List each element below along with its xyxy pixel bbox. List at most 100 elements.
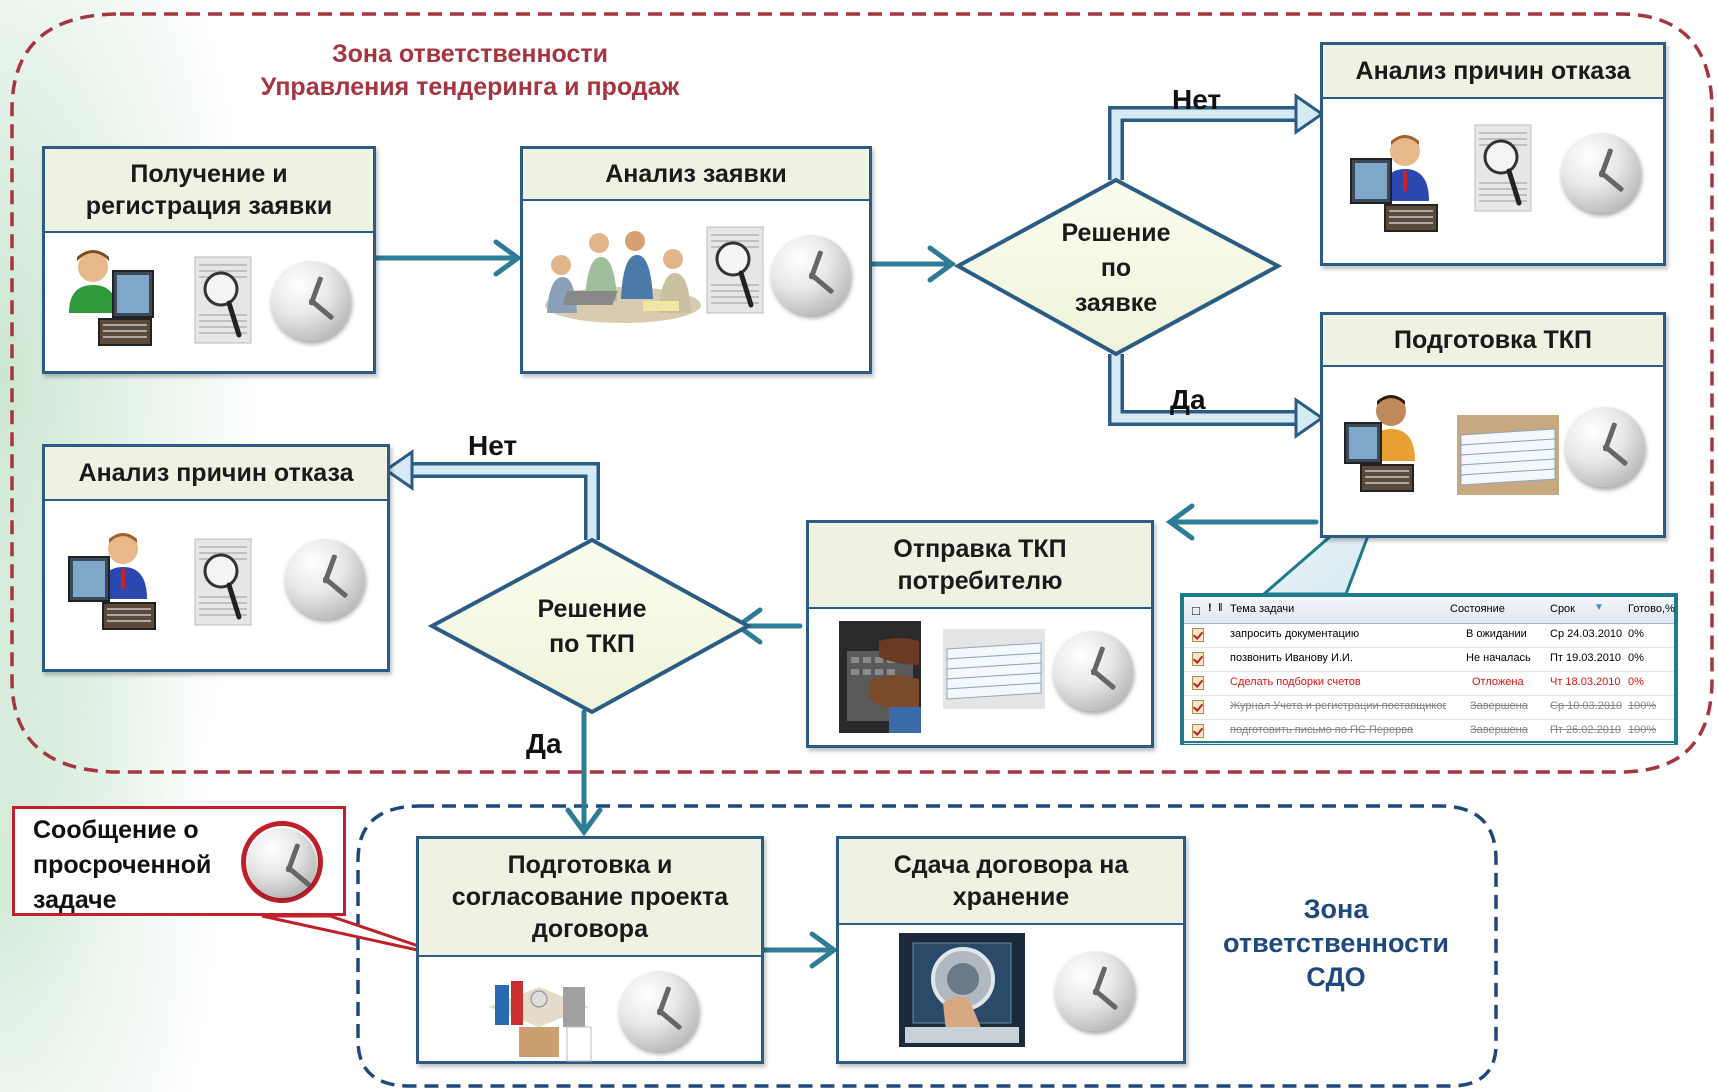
box-contract-archive: Сдача договора на хранение bbox=[836, 836, 1186, 1064]
table-row[interactable]: позвонить Иванову И.И. Не началась Пт 19… bbox=[1184, 647, 1674, 672]
box-prepare-tkp: Подготовка ТКП bbox=[1320, 312, 1666, 538]
importance-icon: ! bbox=[1208, 602, 1212, 614]
task-state: В ожидании bbox=[1466, 628, 1527, 640]
overdue-message-line1: Сообщение о bbox=[33, 816, 199, 844]
task-due: Ср 10.03.2010 bbox=[1550, 700, 1623, 712]
clock-icon bbox=[1561, 133, 1641, 213]
task-icon bbox=[1192, 724, 1204, 738]
box-reject-analysis-left-title: Анализ причин отказа bbox=[78, 459, 354, 487]
task-subject: запросить документацию bbox=[1230, 628, 1360, 640]
team-meeting-icon bbox=[533, 221, 703, 346]
box-contract-preparation-header: Подготовка и согласование проекта догово… bbox=[419, 839, 761, 957]
table-row[interactable]: подготовить письмо по ПС Перерва Заверше… bbox=[1184, 719, 1674, 744]
box-reject-analysis-left: Анализ причин отказа bbox=[42, 444, 390, 672]
box-send-tkp: Отправка ТКП потребителю bbox=[806, 520, 1154, 748]
arrow-analysis-to-decision bbox=[869, 245, 957, 283]
arrow-decision-to-contract bbox=[565, 709, 603, 837]
box-reject-analysis-top-body bbox=[1323, 99, 1663, 263]
clock-icon bbox=[771, 235, 851, 315]
zone-sdo-title-line1: Зона bbox=[1303, 894, 1369, 924]
box-contract-preparation-body bbox=[419, 957, 761, 1062]
task-icon bbox=[1192, 676, 1204, 690]
task-done: 0% bbox=[1628, 628, 1644, 640]
box-receive-request-title-line1: Получение и bbox=[130, 160, 288, 188]
header-state[interactable]: Состояние bbox=[1450, 603, 1505, 615]
overdue-message-box: Сообщение о просроченной задаче bbox=[12, 806, 346, 916]
zone-sdo-title-line3: СДО bbox=[1306, 962, 1366, 992]
header-due[interactable]: Срок bbox=[1550, 603, 1575, 615]
box-receive-request: Получение и регистрация заявки bbox=[42, 146, 376, 374]
box-send-tkp-title-line1: Отправка ТКП bbox=[893, 535, 1067, 563]
branch-no-top: Нет bbox=[1172, 84, 1222, 115]
zone-sales-title-line1: Зона ответственности bbox=[331, 40, 609, 68]
attachment-icon: ‖ bbox=[1218, 602, 1223, 614]
box-send-tkp-header: Отправка ТКП потребителю bbox=[809, 523, 1151, 609]
box-contract-preparation: Подготовка и согласование проекта догово… bbox=[416, 836, 764, 1064]
decision-tkp-diamond bbox=[427, 537, 753, 715]
header-done[interactable]: Готово,% bbox=[1628, 603, 1675, 615]
box-receive-request-title-line2: регистрация заявки bbox=[85, 192, 333, 220]
overdue-message-line2: просроченной bbox=[33, 851, 212, 879]
clock-icon bbox=[1055, 951, 1135, 1031]
safe-dial-icon bbox=[899, 933, 1025, 1052]
decision-tkp-label-line1: Решение bbox=[537, 595, 647, 623]
manager-computer-icon bbox=[63, 527, 163, 642]
paper-stack-icon bbox=[943, 629, 1045, 714]
box-reject-analysis-top: Анализ причин отказа bbox=[1320, 42, 1666, 266]
contract-magnifier-icon bbox=[193, 537, 253, 632]
task-subject: Сделать подборки счетов bbox=[1230, 676, 1361, 688]
zone-sales-border bbox=[10, 12, 1714, 774]
box-request-analysis-header: Анализ заявки bbox=[523, 149, 869, 201]
box-request-analysis: Анализ заявки bbox=[520, 146, 872, 374]
clock-icon bbox=[271, 261, 351, 341]
overdue-clock-frame bbox=[241, 821, 323, 903]
arrow-no-left bbox=[383, 449, 600, 540]
decision-request-label: Решение по заявке bbox=[1016, 216, 1216, 321]
task-subject: подготовить письмо по ПС Перерва bbox=[1230, 724, 1414, 736]
box-request-analysis-body bbox=[523, 201, 869, 371]
box-receive-request-header: Получение и регистрация заявки bbox=[45, 149, 373, 233]
table-row[interactable]: запросить документацию В ожидании Ср 24.… bbox=[1184, 623, 1674, 648]
clock-icon bbox=[285, 539, 365, 619]
arrow-yes-top bbox=[1108, 354, 1325, 439]
decision-request-label-line2: по bbox=[1100, 254, 1132, 282]
header-subject[interactable]: Тема задачи bbox=[1230, 603, 1295, 615]
task-done: 100% bbox=[1628, 724, 1657, 736]
contract-magnifier-icon bbox=[1473, 123, 1533, 218]
task-state: Отложена bbox=[1472, 676, 1524, 688]
table-row[interactable]: Журнал Учета и регистрации поставщиков З… bbox=[1184, 695, 1674, 720]
task-state: Завершена bbox=[1470, 700, 1528, 712]
box-reject-analysis-left-body bbox=[45, 501, 387, 669]
manager-computer-icon bbox=[1345, 129, 1445, 244]
zone-sdo-title-line2: ответственности bbox=[1223, 928, 1449, 958]
task-done: 100% bbox=[1628, 700, 1657, 712]
decision-tkp-label: Решение по ТКП bbox=[492, 592, 692, 662]
laptop-typing-icon bbox=[839, 621, 921, 738]
task-icon bbox=[1192, 652, 1204, 666]
branch-yes-bottom: Да bbox=[526, 728, 562, 759]
task-state: Не началась bbox=[1466, 652, 1531, 664]
zone-sdo-border bbox=[356, 804, 1498, 1088]
clock-icon bbox=[619, 971, 699, 1051]
task-due: Пт 26.02.2010 bbox=[1550, 724, 1622, 736]
box-request-analysis-title: Анализ заявки bbox=[605, 160, 787, 188]
box-contract-preparation-title-line2: согласование проекта bbox=[451, 883, 729, 911]
box-reject-analysis-top-header: Анализ причин отказа bbox=[1323, 45, 1663, 99]
zone-sdo-title: Зона ответственности СДО bbox=[1196, 892, 1476, 994]
arrow-no-top bbox=[1108, 93, 1325, 180]
arrow-prepare-to-send bbox=[1165, 503, 1319, 541]
clock-icon bbox=[1053, 631, 1133, 711]
task-due: Чт 18.03.2010 bbox=[1550, 676, 1621, 688]
decision-request-label-line3: заявке bbox=[1074, 289, 1158, 317]
task-icon bbox=[1192, 700, 1204, 714]
table-row[interactable]: Сделать подборки счетов Отложена Чт 18.0… bbox=[1184, 671, 1674, 696]
box-contract-archive-body bbox=[839, 925, 1183, 1061]
box-contract-preparation-title-line3: договора bbox=[532, 915, 648, 943]
office-desk-icon bbox=[479, 967, 599, 1068]
box-prepare-tkp-title: Подготовка ТКП bbox=[1394, 326, 1592, 354]
decision-tkp-label-line2: по ТКП bbox=[549, 630, 635, 658]
overdue-message-text: Сообщение о просроченной задаче bbox=[33, 813, 243, 918]
task-icon bbox=[1192, 628, 1204, 642]
overdue-message-line3: задаче bbox=[33, 886, 117, 914]
